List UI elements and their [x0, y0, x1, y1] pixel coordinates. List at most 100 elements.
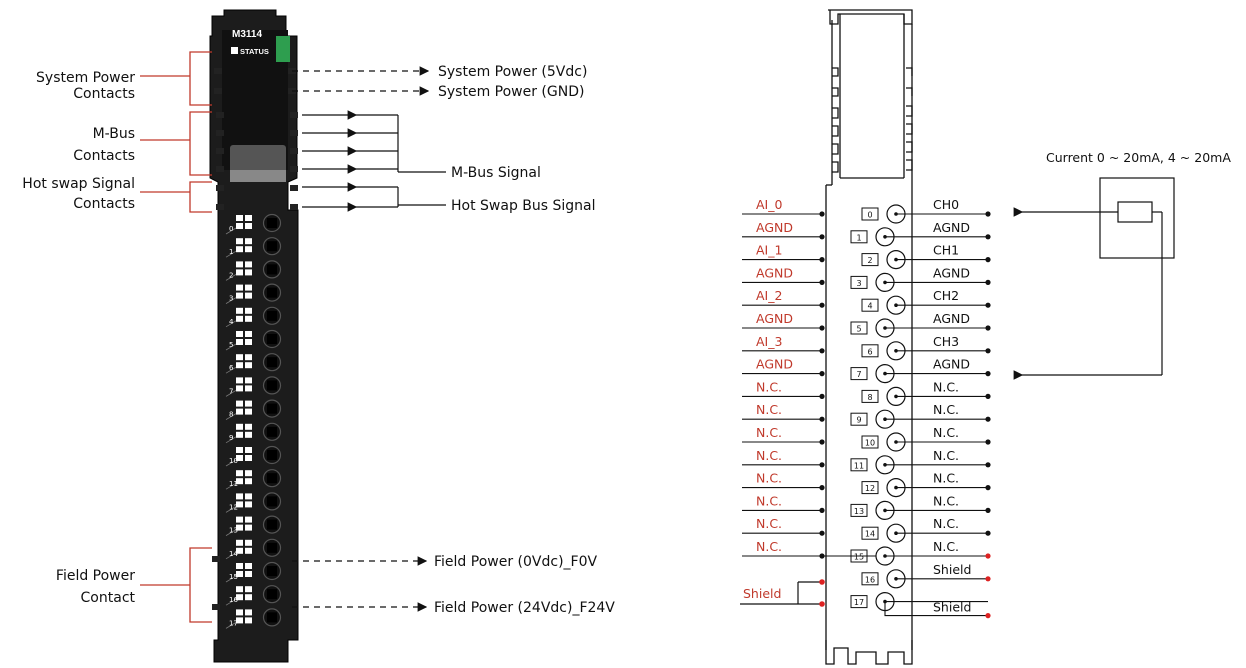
left-signal-5: AGND: [742, 311, 825, 331]
wiring-module-outline: [825, 9, 913, 665]
wiring-terminal-number: 1: [856, 233, 861, 242]
right-signal-label: N.C.: [933, 402, 959, 417]
left-signal-8: N.C.: [742, 379, 825, 399]
status-led: [276, 36, 290, 62]
wiring-terminal-number: 11: [854, 461, 864, 470]
wiring-terminal-10: 10: [861, 432, 991, 452]
terminal-17-shield-wire: [884, 601, 988, 617]
wiring-terminal-8: 8: [861, 386, 991, 406]
left-brackets: [140, 51, 212, 623]
left-signal-label: N.C.: [756, 448, 782, 463]
shield-bracket: [740, 581, 822, 605]
current-source-label: Current 0 ~ 20mA, 4 ~ 20mA: [1046, 150, 1231, 165]
module-terminal-number: 12: [229, 503, 238, 511]
wiring-terminal-number: 10: [865, 439, 875, 448]
wiring-terminal-number: 4: [867, 302, 872, 311]
right-signal-label: AGND: [933, 311, 970, 326]
wiring-terminal-16: 16: [861, 569, 991, 589]
label-hotswap-signal: Hot Swap Bus Signal: [451, 198, 596, 214]
left-signal-label: N.C.: [756, 471, 782, 486]
current-source-wires: [1013, 207, 1163, 380]
left-signal-label: AGND: [756, 311, 793, 326]
wiring-terminal-number: 2: [867, 256, 872, 265]
wiring-terminal-1: 1: [850, 227, 991, 247]
left-signal-label: N.C.: [756, 539, 782, 554]
right-signal-label: N.C.: [933, 379, 959, 394]
left-signal-label: N.C.: [756, 402, 782, 417]
wiring-terminal-15: 15: [850, 546, 991, 566]
left-signal-9: N.C.: [742, 402, 825, 422]
wiring-terminal-number: 12: [865, 484, 875, 493]
status-label: STATUS: [240, 47, 269, 56]
right-signal-label: CH3: [933, 334, 959, 349]
module-terminal-0: 0: [225, 213, 282, 235]
module-terminal-2: 2: [225, 260, 282, 281]
wiring-terminal-6: 6: [861, 341, 991, 361]
label-field-24v: Field Power (24Vdc)_F24V: [434, 600, 615, 616]
right-signal-labels: CH0AGNDCH1AGNDCH2AGNDCH3AGNDN.C.N.C.N.C.…: [933, 197, 971, 615]
wiring-terminal-11: 11: [850, 455, 991, 475]
left-signal-label: AI_1: [756, 243, 782, 258]
left-signal-0: AI_0: [742, 197, 825, 217]
right-signal-label: Shield: [933, 562, 971, 577]
right-signal-label: CH2: [933, 288, 959, 303]
status-square-icon: [231, 47, 238, 54]
module-terminal-number: 16: [229, 596, 238, 604]
current-source-box: [1099, 177, 1175, 259]
wiring-terminal-number: 16: [865, 575, 875, 584]
module-terminal-number: 7: [229, 387, 233, 395]
shield-dot-2: [819, 601, 825, 607]
module-terminal-15: 15: [225, 561, 282, 583]
label-mbus-2: Contacts: [73, 148, 135, 164]
wiring-terminal-number: 7: [856, 370, 861, 379]
left-signal-12: N.C.: [742, 471, 825, 491]
module-terminal-number: 14: [229, 550, 238, 558]
left-signal-labels: AI_0AGNDAI_1AGNDAI_2AGNDAI_3AGNDN.C.N.C.…: [742, 197, 825, 559]
left-signal-label: AGND: [756, 220, 793, 235]
label-sys-5v: System Power (5Vdc): [438, 64, 587, 80]
module-terminal-number: 3: [229, 295, 233, 303]
module-terminal-12: 12: [225, 492, 282, 513]
left-signal-7: AGND: [742, 357, 825, 377]
current-source-resistor: [1117, 201, 1153, 223]
right-signal-label: Shield: [933, 600, 971, 615]
module-terminal-10: 10: [225, 445, 282, 467]
label-hotswap-1: Hot swap Signal: [22, 176, 135, 192]
wiring-terminal-4: 4: [861, 295, 991, 315]
wiring-terminal-9: 9: [850, 409, 991, 429]
wiring-terminal-5: 5: [850, 318, 991, 338]
right-signal-label: N.C.: [933, 516, 959, 531]
right-signal-label: N.C.: [933, 493, 959, 508]
wiring-terminal-0: 0: [861, 204, 991, 224]
left-signal-label: N.C.: [756, 425, 782, 440]
label-field-0v: Field Power (0Vdc)_F0V: [434, 554, 597, 570]
module-terminal-5: 5: [225, 329, 282, 351]
left-signal-11: N.C.: [742, 448, 825, 468]
right-signal-label: CH1: [933, 243, 959, 258]
module-terminal-3: 3: [225, 283, 282, 304]
left-signal-1: AGND: [742, 220, 825, 240]
wiring-terminal-12: 12: [861, 478, 991, 498]
left-signal-label: N.C.: [756, 379, 782, 394]
wiring-terminal-3: 3: [850, 272, 991, 292]
wiring-terminal-number: 9: [856, 416, 861, 425]
module-terminal-13: 13: [225, 515, 282, 536]
module-terminal-number: 17: [229, 619, 238, 627]
module-terminal-number: 9: [229, 434, 233, 442]
module-latch-grip: [230, 170, 286, 182]
wiring-terminal-number: 6: [867, 347, 872, 356]
module-terminal-9: 9: [225, 422, 282, 444]
wiring-terminal-number: 0: [867, 211, 872, 220]
module-terminal-7: 7: [225, 376, 282, 397]
right-signal-label: N.C.: [933, 448, 959, 463]
wiring-terminal-number: 17: [854, 598, 864, 607]
left-signal-3: AGND: [742, 265, 825, 285]
module-terminal-8: 8: [225, 399, 282, 420]
module-terminal-6: 6: [225, 353, 282, 374]
wiring-terminal-number: 15: [854, 553, 864, 562]
wiring-terminal-2: 2: [861, 250, 991, 270]
right-signal-label: CH0: [933, 197, 959, 212]
